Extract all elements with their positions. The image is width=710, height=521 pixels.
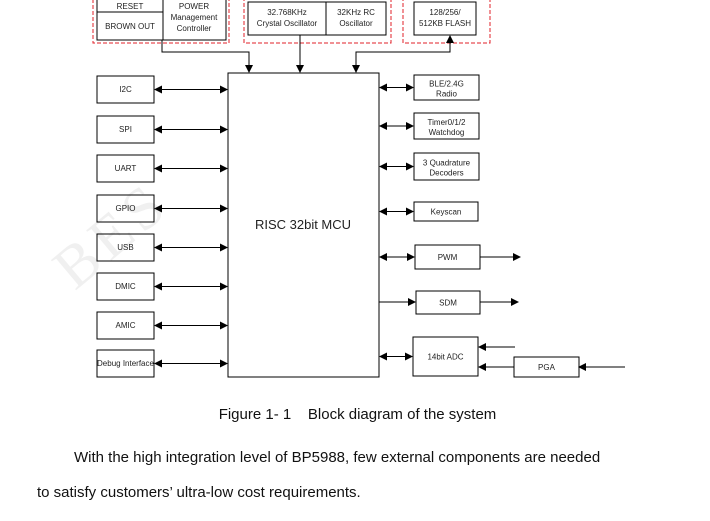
flash-group xyxy=(402,0,491,44)
rc-box xyxy=(325,1,387,36)
timer-label: Watchdog xyxy=(429,128,465,137)
power-label: Controller xyxy=(177,24,212,33)
brown-out-label: BROWN OUT xyxy=(105,22,155,31)
flash-label: 128/256/ xyxy=(429,8,461,17)
power-label: Management xyxy=(171,13,218,22)
quad-block xyxy=(413,152,480,181)
mcu-box xyxy=(227,72,380,378)
timer-block xyxy=(413,112,480,140)
pwm-block xyxy=(414,244,481,270)
left-block xyxy=(96,349,155,378)
flash-label: 512KB FLASH xyxy=(419,19,471,28)
left-block-label: AMIC xyxy=(116,321,136,330)
ble-label: Radio xyxy=(436,90,457,99)
crystal-label: 32.768KHz xyxy=(267,8,307,17)
timer-label: Timer0/1/2 xyxy=(428,118,466,127)
figure-caption: Figure 1- 1 Block diagram of the system xyxy=(218,406,497,423)
reset-box xyxy=(96,0,164,41)
paragraph-line: With the high integration level of BP598… xyxy=(74,449,601,466)
sdm-label: SDM xyxy=(439,299,457,308)
flash-box xyxy=(413,1,477,36)
power-group xyxy=(92,0,230,44)
left-block xyxy=(96,75,155,104)
left-block-label: DMIC xyxy=(115,282,136,291)
left-block-label: I2C xyxy=(119,85,132,94)
quad-label: Decoders xyxy=(429,169,463,178)
left-block-label: UART xyxy=(115,164,137,173)
adc-block xyxy=(412,336,479,377)
oscillator-group xyxy=(243,0,392,44)
paragraph-line: to satisfy customers’ ultra-low cost req… xyxy=(37,484,361,501)
quad-label: 3 Quadrature xyxy=(423,159,471,168)
rc-label: Oscillator xyxy=(339,19,373,28)
power-arrow xyxy=(161,40,253,73)
keyscan-label: Keyscan xyxy=(431,208,462,217)
left-block xyxy=(96,115,155,144)
reset-label: RESET xyxy=(117,2,144,11)
ble-block xyxy=(413,74,480,101)
ble-label: BLE/2.4G xyxy=(429,80,464,89)
flash-arrow xyxy=(352,35,454,73)
adc-label: 14bit ADC xyxy=(427,353,463,362)
pwm-label: PWM xyxy=(438,253,458,262)
left-block-label: Debug Interface xyxy=(97,359,154,368)
left-block-label: USB xyxy=(117,243,133,252)
left-block-label: GPIO xyxy=(115,204,135,213)
crystal-box xyxy=(247,1,327,36)
left-block xyxy=(96,154,155,183)
pga-label: PGA xyxy=(538,363,556,372)
power-box xyxy=(162,0,227,41)
left-block-label: SPI xyxy=(119,125,132,134)
keyscan-block xyxy=(413,201,479,222)
rc-label: 32KHz RC xyxy=(337,8,375,17)
power-label: POWER xyxy=(179,2,209,11)
mcu-label: RISC 32bit MCU xyxy=(255,217,351,232)
crystal-label: Crystal Oscillator xyxy=(257,19,318,28)
block-diagram: RESET BROWN OUT POWER Management Control… xyxy=(92,0,625,378)
